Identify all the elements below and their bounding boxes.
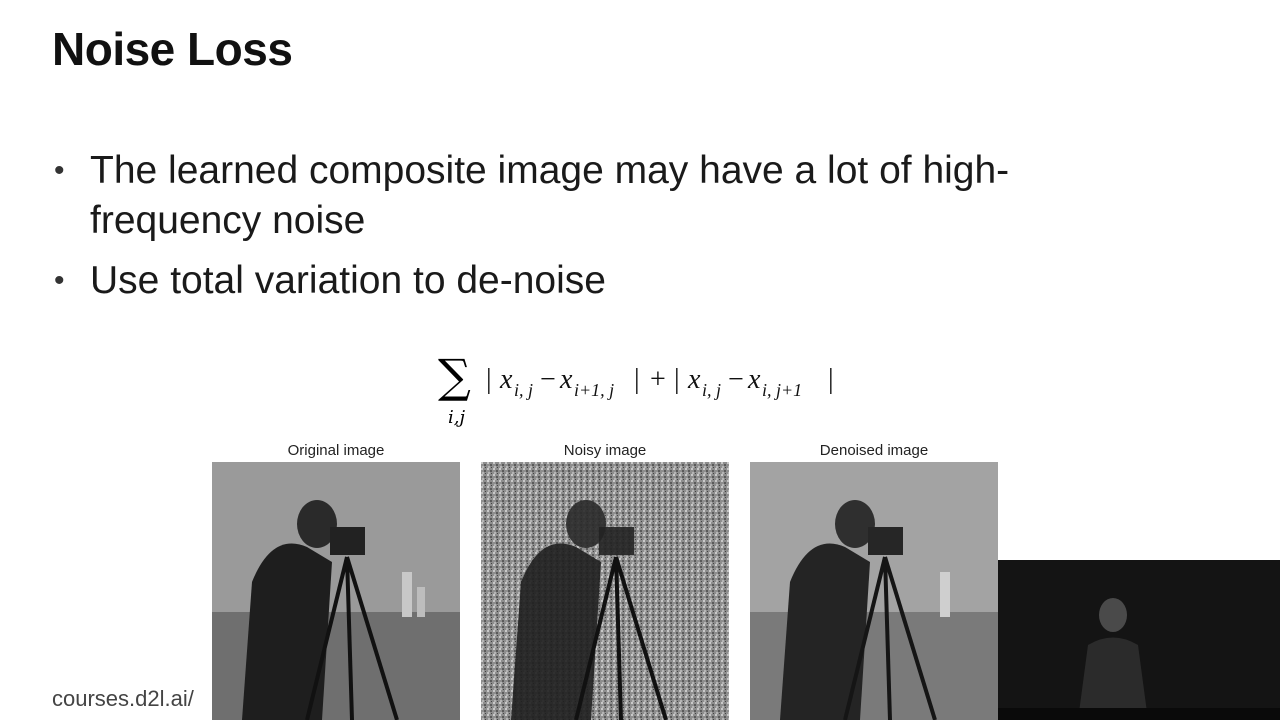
svg-text:|: | bbox=[486, 364, 492, 395]
formula-expression: | x i, j − x i+1, j | + | x i, j − x i, … bbox=[486, 364, 834, 400]
svg-text:x: x bbox=[499, 364, 513, 395]
cameraman-original-image bbox=[212, 462, 460, 720]
bullet-item: • Use total variation to de-noise bbox=[52, 256, 1172, 306]
bullet-text: The learned composite image may have a l… bbox=[90, 149, 1010, 242]
svg-text:|: | bbox=[634, 364, 640, 395]
figure-denoised: Denoised image bbox=[750, 440, 998, 720]
svg-text:−: − bbox=[728, 364, 744, 395]
bullet-list: • The learned composite image may have a… bbox=[52, 146, 1172, 316]
svg-text:i+1, j: i+1, j bbox=[574, 380, 614, 400]
svg-text:−: − bbox=[540, 364, 556, 395]
bullet-dot-icon: • bbox=[54, 264, 65, 297]
svg-text:|: | bbox=[674, 364, 680, 395]
bullet-text: Use total variation to de-noise bbox=[90, 259, 606, 302]
sum-subscript: i,j bbox=[448, 407, 465, 428]
svg-text:x: x bbox=[687, 364, 701, 395]
figure-title: Denoised image bbox=[819, 442, 929, 459]
svg-text:i, j+1: i, j+1 bbox=[762, 380, 802, 400]
svg-text:x: x bbox=[559, 364, 573, 395]
total-variation-formula: ∑ i,j | x i, j − x i+1, j | + | x i, j −… bbox=[0, 348, 1280, 433]
cameraman-denoised-image bbox=[750, 462, 998, 720]
figure-title: Noisy image bbox=[563, 442, 647, 459]
svg-text:+: + bbox=[650, 364, 666, 395]
sum-symbol: ∑ bbox=[438, 349, 471, 403]
svg-text:i, j: i, j bbox=[702, 380, 721, 400]
cameraman-noisy-image bbox=[481, 462, 729, 720]
figure-original: Original image bbox=[212, 440, 460, 720]
svg-text:|: | bbox=[828, 364, 834, 395]
bullet-dot-icon: • bbox=[54, 154, 65, 187]
figure-noisy: Noisy image bbox=[481, 440, 729, 720]
svg-text:i, j: i, j bbox=[514, 380, 533, 400]
presenter-silhouette-icon bbox=[998, 560, 1280, 720]
presenter-video-feed bbox=[998, 560, 1280, 720]
figure-title: Original image bbox=[287, 442, 385, 459]
page-title: Noise Loss bbox=[52, 23, 293, 75]
bullet-item: • The learned composite image may have a… bbox=[52, 146, 1172, 246]
svg-text:x: x bbox=[747, 364, 761, 395]
course-url[interactable]: courses.d2l.ai/ bbox=[52, 686, 194, 711]
